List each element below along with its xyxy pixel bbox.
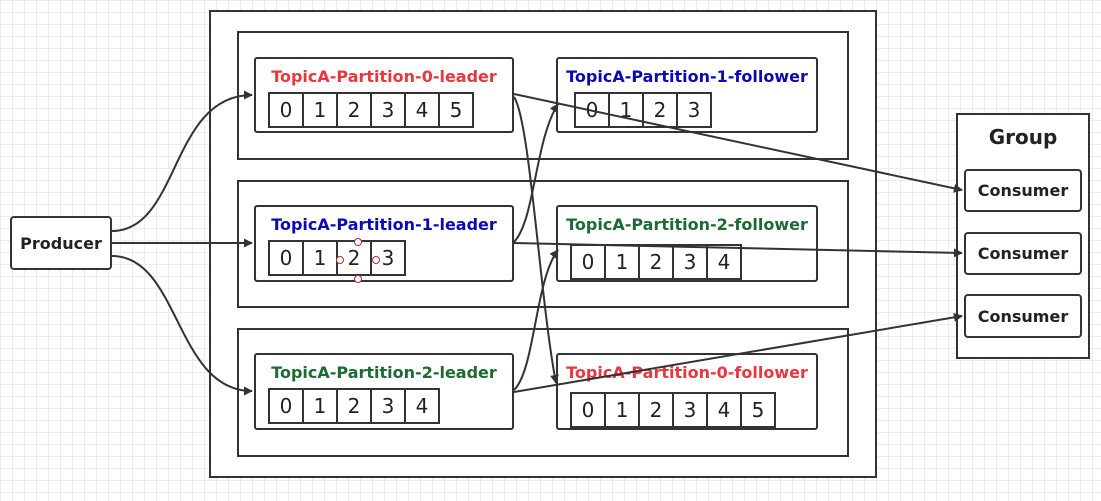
consumer-node[interactable]: Consumer [964,294,1082,338]
producer-node[interactable]: Producer [10,216,112,270]
offset-cell: 2 [336,388,372,424]
offset-cell: 3 [370,92,406,128]
partition-title: TopicA-Partition-1-leader [271,215,497,234]
offset-cell: 4 [706,392,742,428]
partition-title: TopicA-Partition-0-leader [271,67,497,86]
partition-title: TopicA-Partition-2-follower [566,215,808,234]
offset-cell: 3 [672,244,708,280]
consumer-node[interactable]: Consumer [964,169,1082,212]
consumer-label: Consumer [977,244,1069,263]
offset-cell: 5 [740,392,776,428]
partition-title: TopicA-Partition-0-follower [566,363,808,382]
selection-handle[interactable] [372,256,380,264]
offset-cell: 2 [638,244,674,280]
offset-cell: 0 [570,244,606,280]
offset-cell: 2 [642,92,678,128]
offset-cell: 0 [268,240,304,276]
offset-cell: 2 [638,392,674,428]
selection-handle[interactable] [336,256,344,264]
offset-cell: 3 [672,392,708,428]
offset-cell: 0 [268,92,304,128]
offset-cell: 0 [574,92,610,128]
offset-cell: 3 [676,92,712,128]
offset-cell: 1 [302,240,338,276]
partition-title: TopicA-Partition-1-follower [566,67,808,86]
offset-cell: 2 [336,92,372,128]
offset-cell: 1 [604,244,640,280]
offset-cell: 5 [438,92,474,128]
offset-cell: 1 [302,92,338,128]
group-title: Group [988,125,1058,149]
partition-title: TopicA-Partition-2-leader [271,363,497,382]
offset-cell: 1 [302,388,338,424]
offset-cell: 1 [608,92,644,128]
offset-cell: 1 [604,392,640,428]
consumer-label: Consumer [977,181,1069,200]
offset-cell: 4 [404,388,440,424]
consumer-label: Consumer [977,306,1069,326]
consumer-node[interactable]: Consumer [964,232,1082,275]
offset-cell: 0 [268,388,304,424]
offset-cell: 3 [370,240,406,276]
offset-cell: 0 [570,392,606,428]
producer-label: Producer [20,233,102,253]
selection-handle[interactable] [354,238,362,246]
offset-cell: 3 [370,388,406,424]
offset-cell: 4 [706,244,742,280]
selection-handle[interactable] [354,275,362,283]
offset-cell: 4 [404,92,440,128]
